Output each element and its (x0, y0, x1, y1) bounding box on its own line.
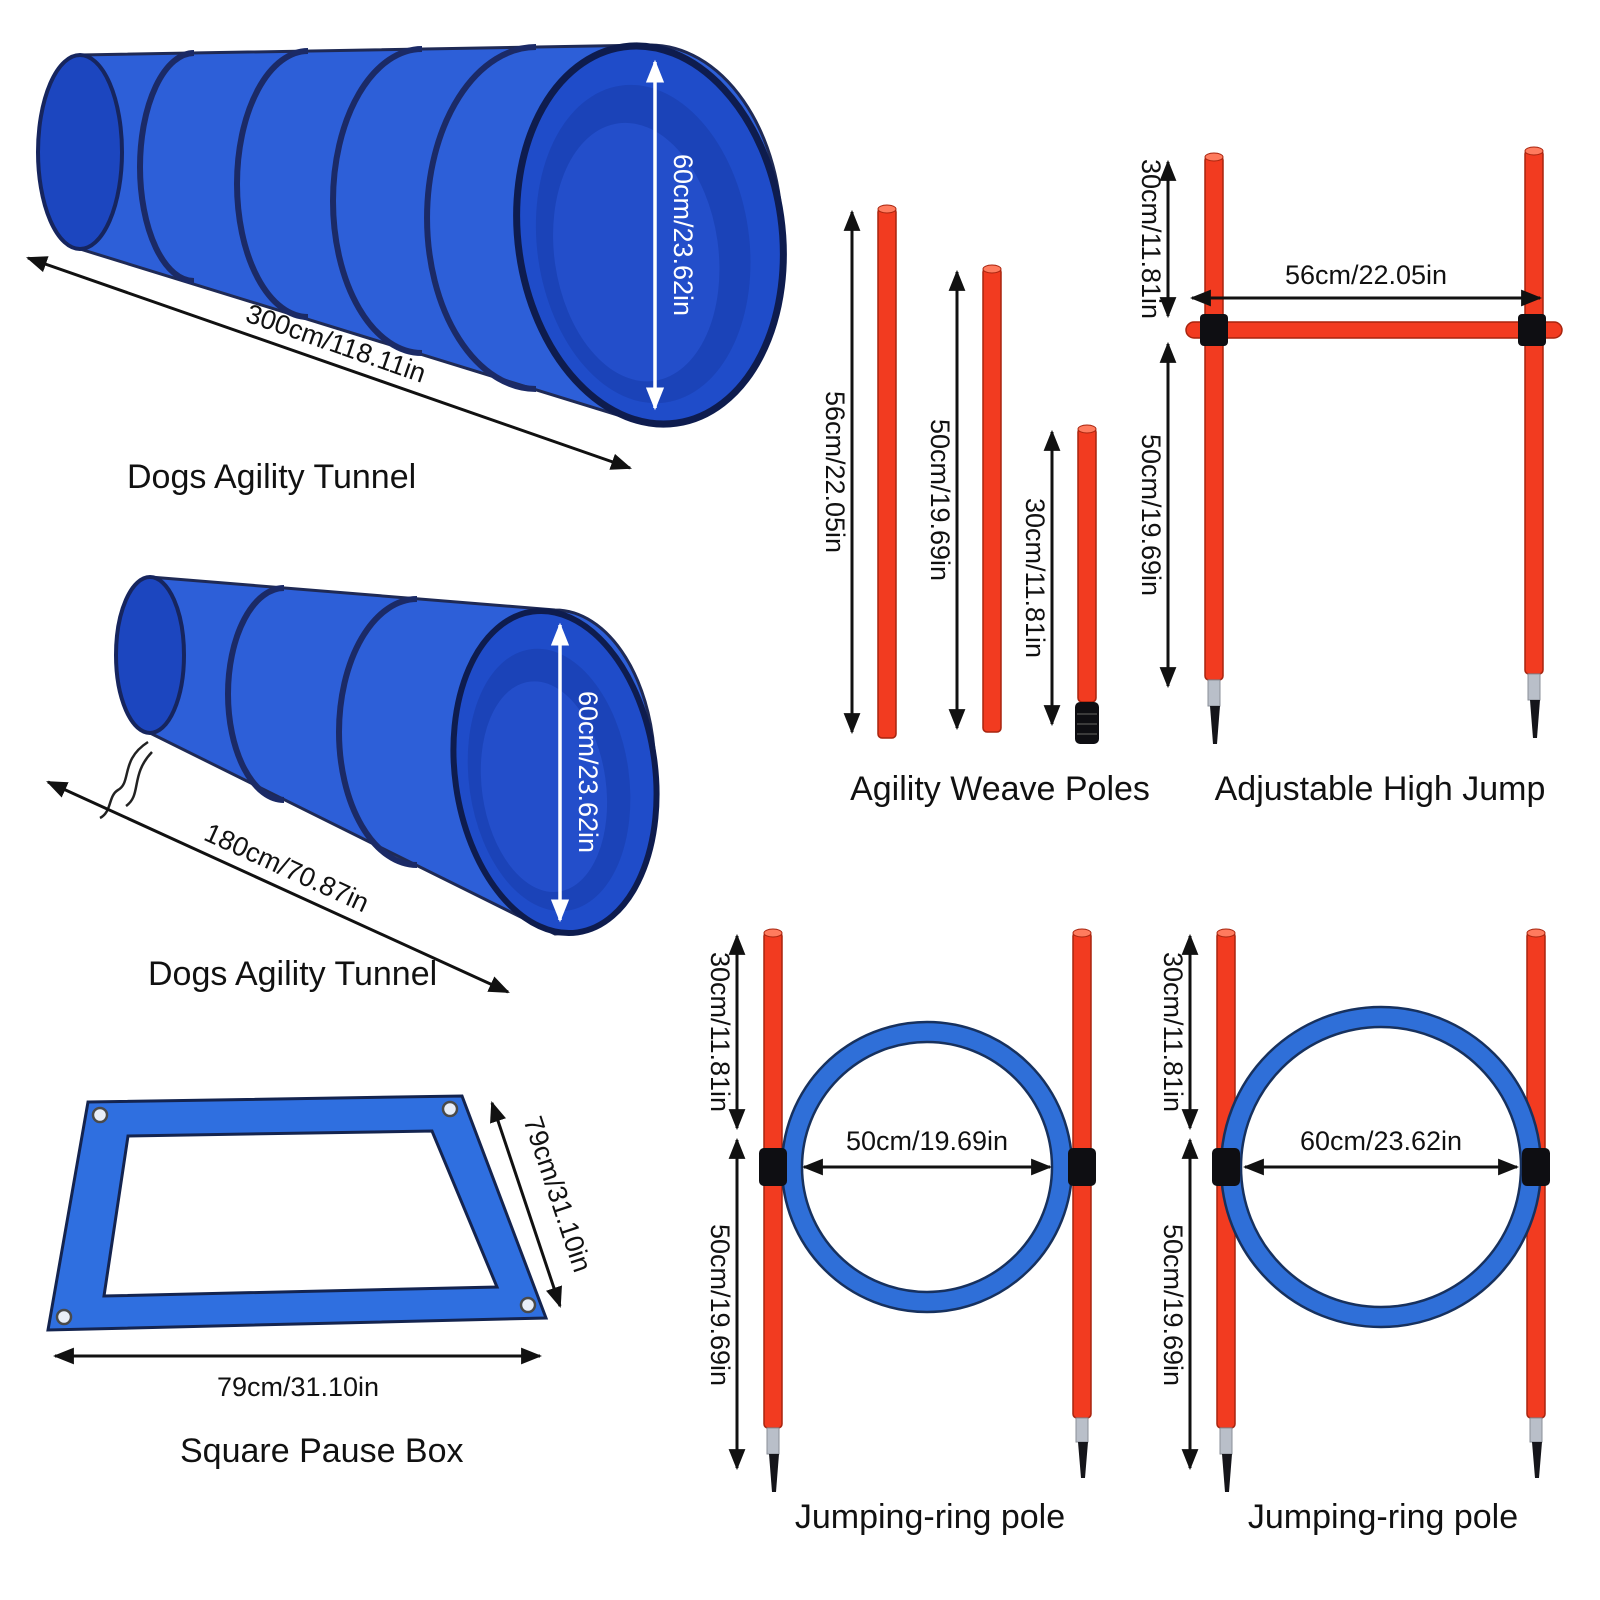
ring2-right-pole-ferrule (1529, 1417, 1543, 1443)
ring2-right-pole-spike (1532, 1442, 1542, 1478)
jumping-ring-pole-2: 30cm/11.81in 60cm/23.62in 50cm/19.69in J… (1158, 928, 1550, 1536)
tunnel-small-interior-highlight (480, 681, 608, 893)
ring1-right-pole-spike (1078, 1442, 1088, 1478)
weave-pole-tall-label: 56cm/22.05in (820, 391, 850, 553)
pause-box-bottom-label: 79cm/31.10in (217, 1372, 379, 1402)
weave-pole-mid (982, 267, 1002, 733)
high-jump-left-pole-ferrule (1207, 679, 1221, 707)
tunnel-small-caption: Dogs Agility Tunnel (148, 955, 437, 993)
high-jump-left-pole-cap (1204, 152, 1224, 162)
tunnel-small-far-end (114, 575, 186, 735)
high-jump-lower-label: 50cm/19.69in (1136, 434, 1166, 596)
ring1-right-pole-cap (1072, 928, 1092, 938)
tunnel-large-caption: Dogs Agility Tunnel (127, 458, 416, 496)
pause-box-grommet-tr (441, 1100, 459, 1118)
tunnel-large-length-arrow (26, 256, 632, 470)
high-jump-right-pole-spike (1530, 700, 1540, 738)
tunnel-small: 60cm/23.62in 180cm/70.87in Dogs Agility … (46, 575, 660, 994)
high-jump-right-pole (1524, 149, 1544, 675)
weave-pole-mid-cap (982, 264, 1002, 274)
pause-box-grommet-tl (91, 1106, 109, 1124)
ring1-left-pole-spike (769, 1454, 779, 1492)
high-jump-crossbar (1185, 321, 1563, 339)
high-jump-right-clamp (1518, 314, 1546, 346)
ring1-left-clamp (759, 1148, 787, 1186)
weave-pole-tall (877, 207, 897, 739)
high-jump-left-clamp (1200, 314, 1228, 346)
ring1-lower-label: 50cm/19.69in (705, 1224, 735, 1386)
high-jump-width-label: 56cm/22.05in (1285, 260, 1447, 290)
pause-box-caption: Square Pause Box (180, 1432, 464, 1470)
ring2-left-pole-cap (1216, 928, 1236, 938)
ring2-right-clamp (1522, 1148, 1550, 1186)
tunnel-large: 60cm/23.62in 300cm/118.11in Dogs Agility… (26, 42, 787, 496)
ring1-left-pole-ferrule (766, 1427, 780, 1455)
ring2-lower-label: 50cm/19.69in (1158, 1224, 1188, 1386)
weave-pole-short (1077, 427, 1097, 703)
ring2-right-pole-cap (1526, 928, 1546, 938)
weave-pole-short-cap (1077, 424, 1097, 434)
high-jump-left-pole-spike (1210, 706, 1220, 744)
ring1-diameter-label: 50cm/19.69in (846, 1126, 1008, 1156)
pause-box-side-arrow (490, 1101, 562, 1308)
ring1-right-pole-ferrule (1075, 1417, 1089, 1443)
high-jump-upper-label: 30cm/11.81in (1136, 159, 1166, 319)
weave-pole-short-label: 30cm/11.81in (1020, 498, 1050, 658)
high-jump-right-pole-cap (1524, 146, 1544, 156)
pause-box-grommet-bl (55, 1308, 73, 1326)
weave-poles-caption: Agility Weave Poles (850, 770, 1150, 808)
ring2-caption: Jumping-ring pole (1248, 1498, 1518, 1536)
tunnel-small-diameter-label: 60cm/23.62in (573, 691, 603, 853)
high-jump-right-pole-ferrule (1527, 673, 1541, 701)
weave-poles: 56cm/22.05in 50cm/19.69in 30cm/11.81in A… (820, 204, 1150, 808)
tunnel-large-far-end (36, 53, 124, 251)
ring2-left-clamp (1212, 1148, 1240, 1186)
tunnel-small-length-arrow (46, 780, 510, 994)
ring1-caption: Jumping-ring pole (795, 1498, 1065, 1536)
jumping-ring-pole-1: 30cm/11.81in 50cm/19.69in 50cm/19.69in J… (705, 928, 1096, 1536)
weave-pole-tall-cap (877, 204, 897, 214)
tunnel-large-diameter-label: 60cm/23.62in (668, 154, 698, 316)
ring1-upper-label: 30cm/11.81in (705, 952, 735, 1112)
high-jump-caption: Adjustable High Jump (1215, 770, 1546, 808)
ring1-left-pole-cap (763, 928, 783, 938)
ring2-left-pole-ferrule (1219, 1427, 1233, 1455)
high-jump: 30cm/11.81in 56cm/22.05in 50cm/19.69in A… (1136, 146, 1563, 808)
ring2-left-pole-spike (1222, 1454, 1232, 1492)
ring2-upper-label: 30cm/11.81in (1158, 952, 1188, 1112)
ring2-diameter-label: 60cm/23.62in (1300, 1126, 1462, 1156)
ring2-hoop-inner-edge (1239, 1025, 1523, 1309)
ring1-right-clamp (1068, 1148, 1096, 1186)
pause-box-grommet-br (519, 1296, 537, 1314)
ring1-hoop (782, 1022, 1072, 1312)
weave-pole-mid-label: 50cm/19.69in (925, 419, 955, 581)
high-jump-left-pole (1204, 155, 1224, 681)
